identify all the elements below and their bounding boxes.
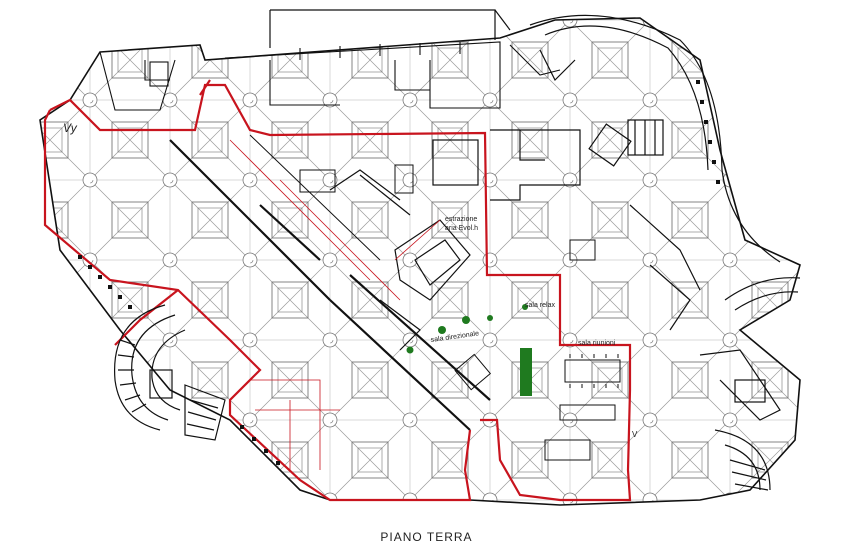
drawing-title: PIANO TERRA [380, 530, 473, 544]
stair-lower-right [699, 277, 801, 491]
top-service-rooms [99, 41, 561, 111]
plant-icon [462, 316, 470, 324]
plant-icon [406, 346, 414, 354]
v-mark: V [632, 430, 638, 439]
plant-icon [438, 326, 446, 334]
plant-icon [520, 348, 532, 396]
building-outline [39, 9, 801, 506]
plant-icons [406, 304, 532, 396]
column-icons [78, 80, 720, 465]
central-rooms [329, 129, 701, 351]
stair-lower-left [113, 304, 226, 441]
vy-marker: Vy [63, 121, 78, 135]
label-sala-riunioni: sala riunioni [578, 340, 616, 347]
curved-wing-upper-right [529, 14, 781, 263]
plant-icon [487, 315, 493, 321]
plant-icon [522, 304, 528, 310]
meeting-table [299, 164, 621, 461]
red-boundary [43, 79, 632, 502]
diagonal-walls [169, 134, 491, 431]
label-sala-relax: sala relax [525, 302, 555, 309]
label-estrazione-1: estrazione [445, 216, 477, 223]
internal-partitions [229, 139, 441, 470]
label-estrazione-2: aria Evol.h [445, 225, 478, 232]
